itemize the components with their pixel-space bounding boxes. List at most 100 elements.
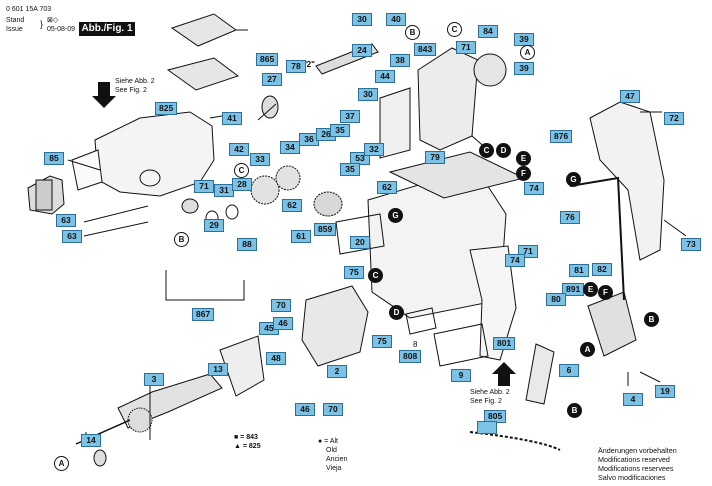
callout-d: D [389, 305, 404, 320]
callout-f: F [516, 166, 531, 181]
callout-b: B [644, 312, 659, 327]
part-label: 30 [352, 13, 372, 26]
callout-a: A [520, 45, 535, 60]
card-20 [335, 213, 385, 255]
part-label: 44 [375, 70, 395, 83]
see-fig-2-en-bottom: See Fig. 2 [470, 397, 502, 405]
part-label: 4 [623, 393, 643, 406]
part-label: 71 [456, 41, 476, 54]
see-fig-2-note-bottom: Siehe Abb. 2 See Fig. 2 [470, 389, 510, 406]
part-label: 865 [256, 53, 279, 66]
bracket-glyph: } [40, 19, 44, 29]
baffle-13 [219, 335, 265, 397]
part-label: 78 [286, 60, 306, 73]
part-label: 40 [386, 13, 406, 26]
sub-label-8: 8 [413, 340, 418, 349]
legend-triangle: ▲ = 825 [234, 443, 261, 450]
part-label: 859 [314, 223, 337, 236]
part-label: 29 [204, 219, 224, 232]
part-label: 35 [340, 163, 360, 176]
screw-63-lower [83, 221, 149, 237]
part-label: 81 [569, 264, 589, 277]
legend-old-fr: Ancien [326, 456, 348, 463]
callout-e: E [516, 151, 531, 166]
part-label: 20 [350, 236, 370, 249]
part-label: 13 [208, 363, 228, 376]
part-label: 85 [44, 152, 64, 165]
ring-84 [473, 53, 507, 87]
callout-e: E [583, 282, 598, 297]
part-label: 801 [493, 337, 516, 350]
see-fig-2-note-top: Siehe Abb. 2 See Fig. 2 [115, 78, 155, 95]
fan-wheel [127, 407, 153, 433]
callout-f: F [598, 285, 613, 300]
legend-square: ■ = 843 [234, 434, 258, 441]
housing-bore [139, 169, 161, 187]
switch-shape [587, 291, 637, 357]
legend-old-en: Old [326, 447, 337, 454]
stator-shape [301, 285, 369, 367]
arrow-down-icon [92, 82, 116, 108]
part-label: 73 [681, 238, 701, 251]
part-label: 47 [620, 90, 640, 103]
disclaimer-en: Modifications reserved [598, 455, 670, 464]
see-fig-2-de-top: Siehe Abb. 2 [115, 78, 155, 85]
grip-shape [469, 245, 517, 361]
part-label: 33 [250, 153, 270, 166]
callout-g: G [566, 172, 581, 187]
part-label: 825 [155, 102, 178, 115]
plate-30 [379, 87, 411, 159]
washer-71 [181, 198, 199, 214]
part-label: 876 [550, 130, 573, 143]
callout-b: B [567, 403, 582, 418]
disclaimer-es: Salvo modificaciones [598, 473, 666, 482]
part-label: 74 [505, 254, 525, 267]
part-label: 72 [664, 112, 684, 125]
callout-g: G [388, 208, 403, 223]
part-label: 88 [237, 238, 257, 251]
part-label: 6 [559, 364, 579, 377]
callout-b: B [405, 25, 420, 40]
part-label: 32 [364, 143, 384, 156]
part-label: 39 [514, 33, 534, 46]
gear-859 [313, 191, 343, 217]
part-label: 63 [56, 214, 76, 227]
figure-label: Abb./Fig. 1 [79, 22, 135, 36]
callout-c: C [479, 143, 494, 158]
part-label: 71 [194, 180, 214, 193]
part-label: 867 [192, 308, 215, 321]
part-label: 46 [273, 317, 293, 330]
part-label: 34 [280, 141, 300, 154]
callout-c: C [368, 268, 383, 283]
part-label [477, 421, 497, 434]
part-label: 808 [399, 350, 422, 363]
issue-label: Issue [6, 26, 23, 33]
card-808 [405, 307, 437, 335]
callout-b: B [174, 232, 189, 247]
part-label: 61 [291, 230, 311, 243]
callout-a: A [580, 342, 595, 357]
size-label: 1/2" [300, 60, 315, 69]
part-label: 75 [372, 335, 392, 348]
part-label: 75 [344, 266, 364, 279]
part-label: 38 [390, 54, 410, 67]
part-label: 46 [295, 403, 315, 416]
intermediate-flange [417, 47, 479, 151]
bearing-14 [93, 449, 107, 467]
housing-neck-shape [71, 149, 103, 191]
callout-a: A [54, 456, 69, 471]
see-fig-2-de-bottom: Siehe Abb. 2 [470, 389, 510, 396]
disclaimer-fr: Modifications reservees [598, 464, 674, 473]
part-label: 14 [81, 434, 101, 447]
screw-63-upper [83, 205, 149, 223]
document-number: 0 601 15A 703 [6, 6, 52, 13]
cover-top-shape [170, 13, 238, 47]
gear-34 [275, 165, 301, 191]
part-label: 42 [229, 143, 249, 156]
part-label: 35 [330, 124, 350, 137]
part-label: 82 [592, 263, 612, 276]
modifications-note: Änderungen vorbehalten Modifications res… [598, 446, 677, 482]
part-label: 31 [214, 184, 234, 197]
